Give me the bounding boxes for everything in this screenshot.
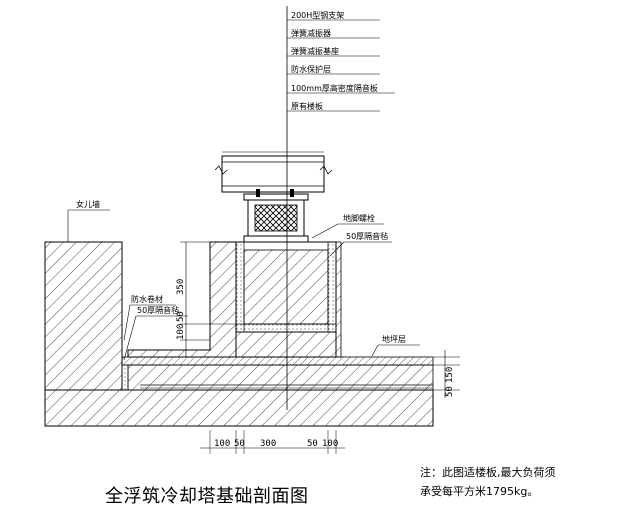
pocket-insulation-right (327, 241, 337, 333)
inner-concrete-core (243, 249, 329, 325)
h-steel-beam (221, 155, 325, 193)
break-mark-left (214, 165, 228, 175)
spring-coil (254, 204, 298, 232)
floating-slab (127, 364, 434, 391)
left-label-b: 50厚隔音毡 (137, 305, 179, 315)
dim-bottom-50-right: 50 (307, 439, 318, 449)
callout-3: 弹簧减振基座 (291, 46, 339, 56)
callout-1: 200H型钢支架 (291, 10, 344, 20)
dim-bottom-300: 300 (260, 439, 276, 449)
callout-6: 原有楼板 (291, 101, 323, 111)
dim-bottom-50-left: 50 (234, 439, 245, 449)
dim-bottom-100-left: 100 (214, 439, 230, 449)
parapet-wall (44, 241, 123, 391)
callout-4: 防水保护层 (291, 64, 331, 74)
wall-label: 女儿墙 (76, 199, 100, 209)
note-line-1: 注：此图适楼板,最大负荷须 (420, 465, 556, 479)
layer-callouts: 200H型钢支架 弹簧减振器 弹簧减振基座 防水保护层 100mm厚高密度隔音板… (287, 10, 395, 112)
callout-2: 弹簧减振器 (291, 28, 331, 38)
vertical-dimensions: 350 100 50 (176, 241, 236, 357)
callout-5: 100mm厚高密度隔音板 (291, 83, 378, 93)
right-dimensions: 50 150 (433, 350, 460, 398)
dim-100: 100 (176, 324, 186, 340)
dim-50: 50 (176, 311, 186, 322)
base-steel-label: 地脚螺栓 (343, 213, 375, 223)
top-plate (243, 193, 309, 201)
pocket-insulation-bottom (235, 323, 337, 333)
note-line-2: 承受每平方米1795kg。 (420, 484, 538, 498)
floor-screed-layer (121, 356, 434, 366)
dim-right-150: 150 (445, 367, 455, 383)
base-insulation-label: 50厚隔音毡 (346, 231, 388, 241)
floor-right-label: 地坪层 (382, 334, 406, 344)
dim-right-50: 50 (445, 386, 455, 397)
dim-350: 350 (176, 279, 186, 295)
left-label-a: 防水卷材 (131, 294, 163, 304)
original-floor-slab (44, 389, 434, 427)
dim-bottom-100-right: 100 (322, 439, 338, 449)
bottom-dimensions: 100 50 300 50 100 (200, 430, 345, 454)
base-plate (243, 235, 309, 243)
break-mark-right (319, 165, 333, 175)
drawing-title: 全浮筑冷却塔基础剖面图 (105, 486, 309, 507)
edge-insulation (121, 364, 129, 391)
pocket-insulation-left (235, 241, 245, 333)
